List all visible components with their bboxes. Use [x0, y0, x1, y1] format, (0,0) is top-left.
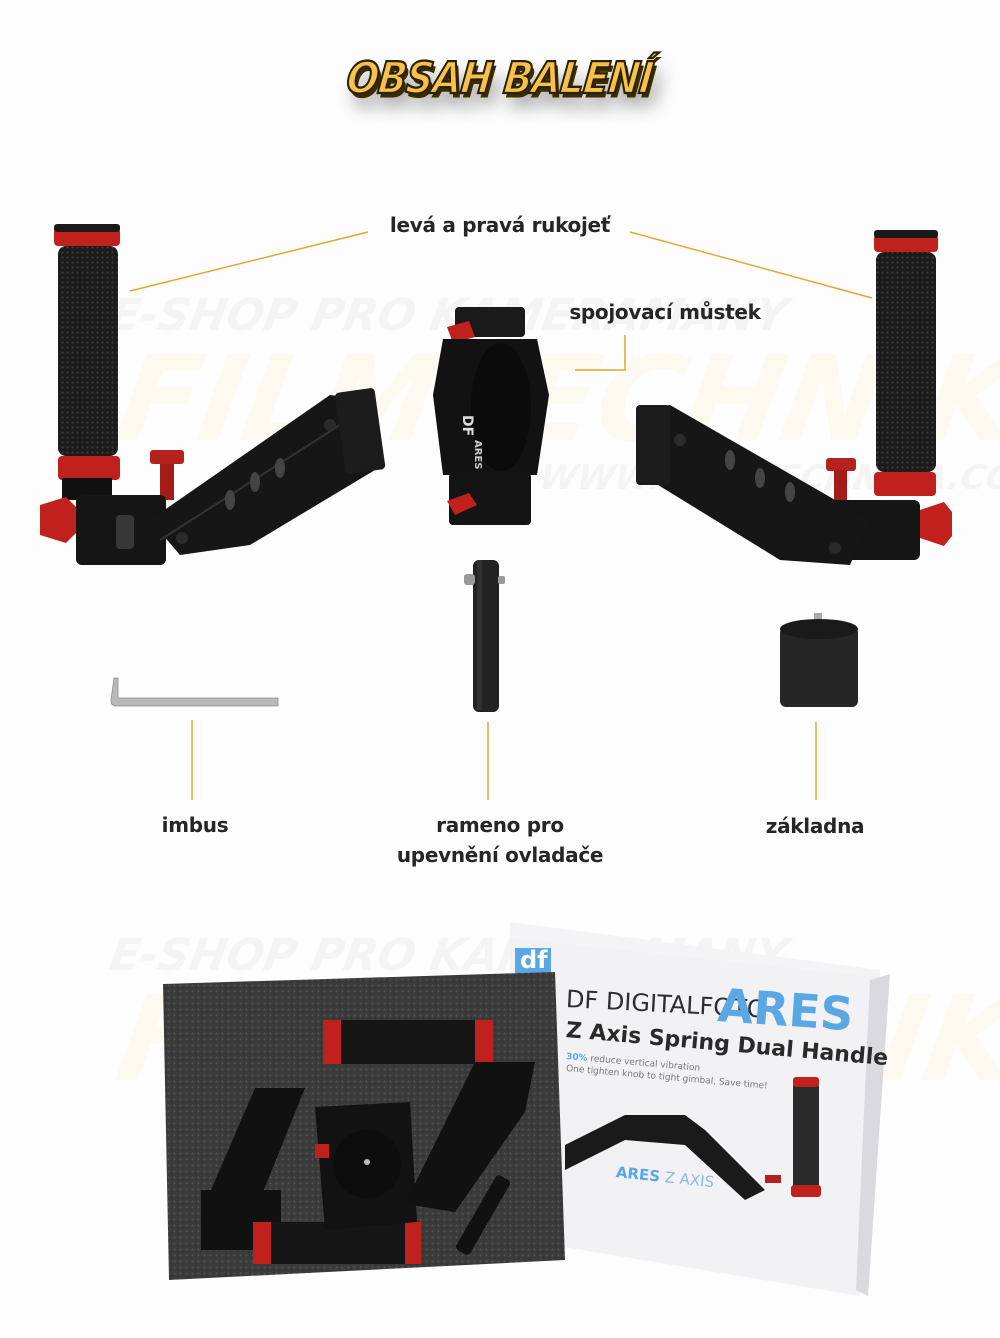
- left-handle-arm-illustration: [40, 224, 386, 565]
- label-mount-arm-line2: upevnění ovladače: [396, 843, 604, 867]
- label-hex-key: imbus: [161, 813, 229, 837]
- foam-case-illustration: [163, 972, 565, 1280]
- box-logo: df: [520, 946, 548, 974]
- label-base: základna: [765, 814, 865, 838]
- svg-text:DF: DF: [459, 415, 475, 436]
- label-bridge: spojovací můstek: [569, 300, 761, 324]
- hex-key-illustration: [110, 677, 279, 707]
- leader-lines: [129, 231, 873, 800]
- label-handles: levá a pravá rukojeť: [389, 213, 611, 237]
- base-illustration: [780, 613, 858, 707]
- box-printed-arm: [565, 1077, 821, 1200]
- label-mount-arm-line1: rameno pro: [436, 813, 564, 837]
- right-handle-arm-illustration: [636, 230, 952, 565]
- retail-box-illustration: [510, 922, 890, 1296]
- bridge-illustration: DF ARES Z AXIS: [433, 307, 549, 525]
- box-product-name: ARES: [716, 978, 856, 1042]
- mount-arm-rod-illustration: [464, 560, 505, 712]
